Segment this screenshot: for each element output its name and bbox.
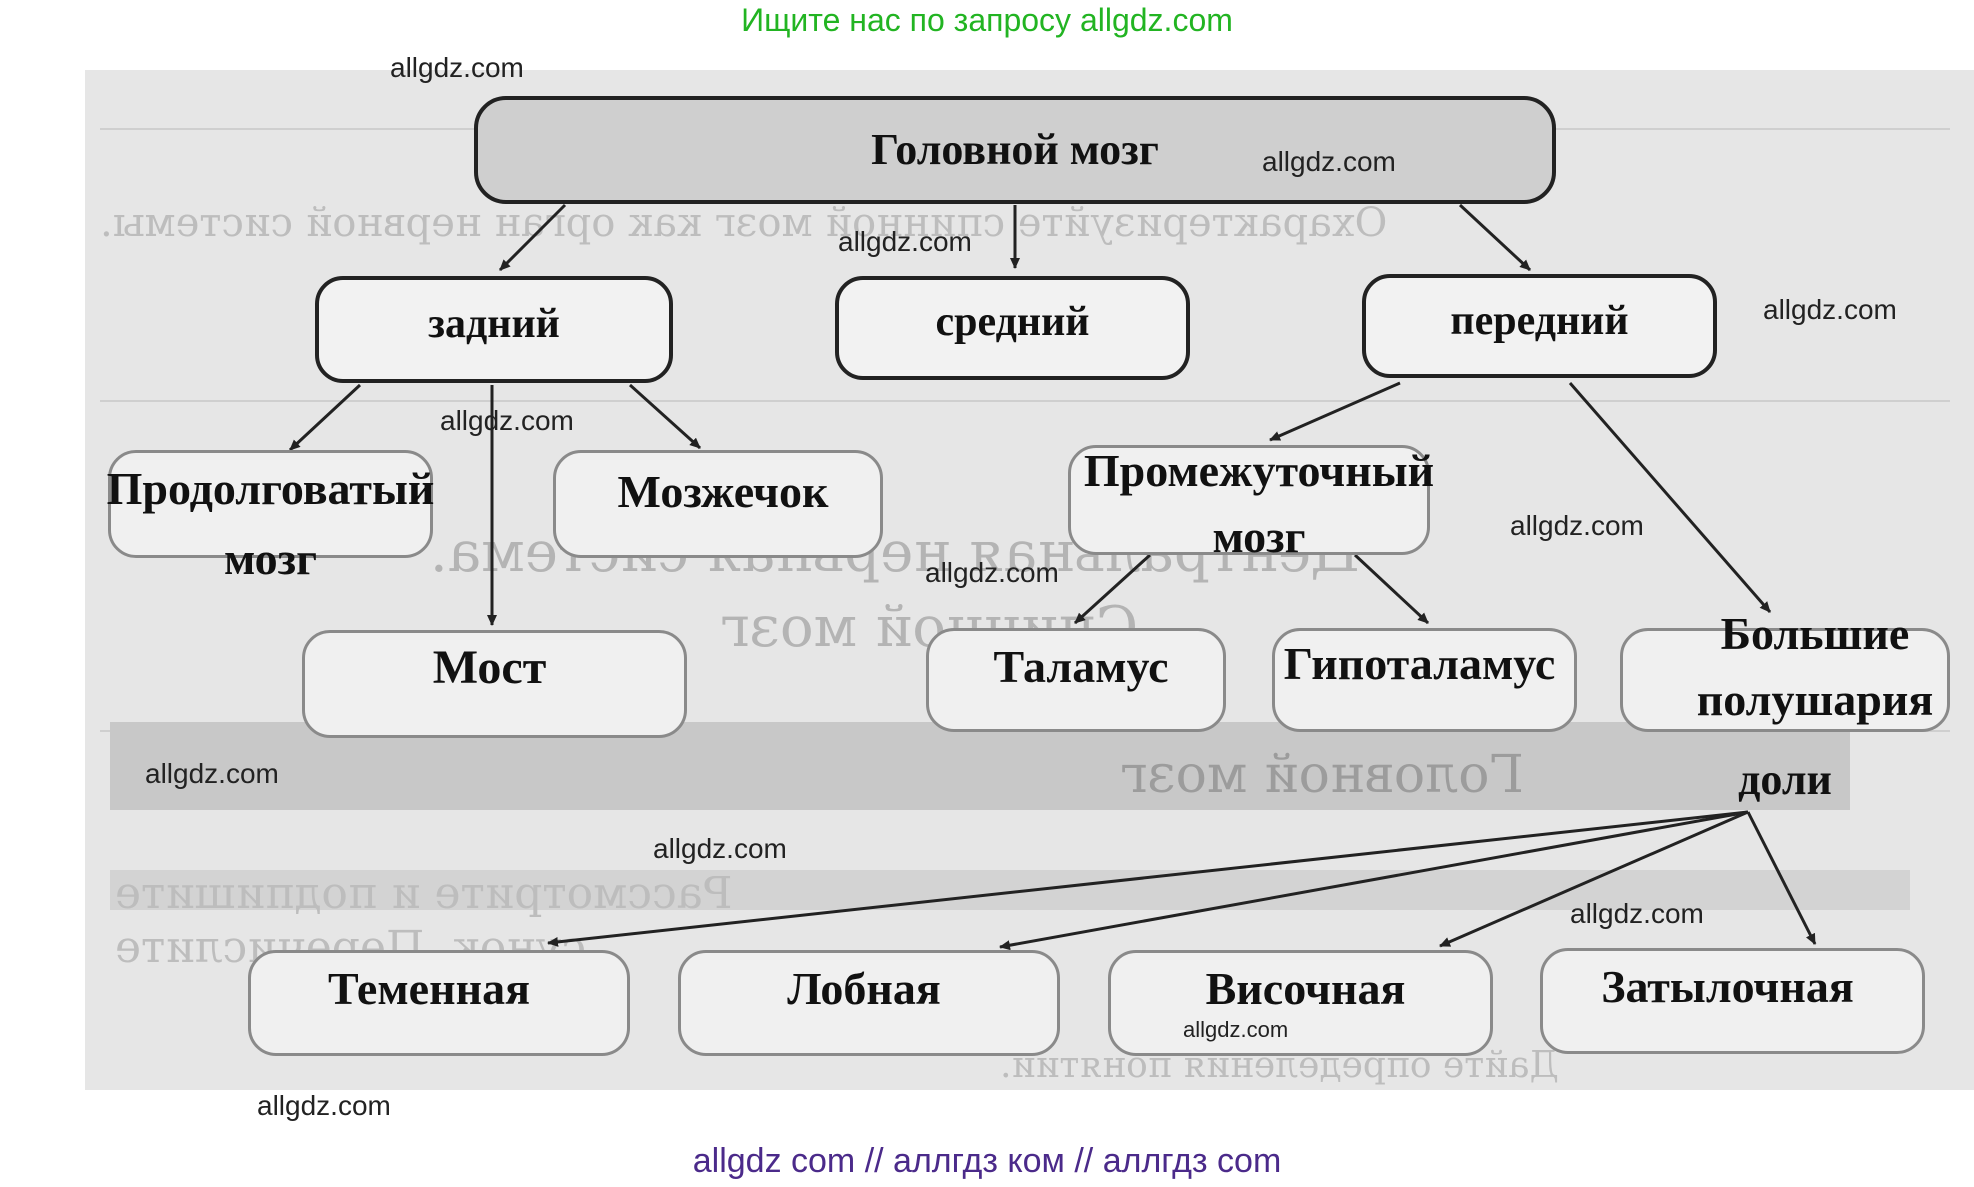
top-banner: Ищите нас по запросу allgdz.com (741, 2, 1233, 38)
edge-dien-hypothalamus (1353, 553, 1430, 625)
watermark: allgdz.com (145, 758, 279, 789)
edge-dien-thalamus (1073, 553, 1152, 625)
edge-lobes-frontal (999, 810, 1749, 951)
scanned-page-background (85, 70, 1974, 1090)
node-label-frontal: Лобная (787, 963, 941, 1014)
edge-root-fore (1458, 203, 1532, 272)
node-label-medulla-line1: Продолговатый (106, 463, 435, 514)
bottom-banner: allgdz com // аллгдз ком // аллгдз com (692, 1142, 1282, 1180)
node-label-midbrain: средний (935, 299, 1090, 345)
node-label-hemispheres-line2: полушария (1696, 674, 1934, 725)
node-label-forebrain: передний (1450, 298, 1629, 344)
node-label-occipital: Затылочная (1601, 961, 1854, 1012)
edge-hind-medulla (288, 383, 362, 452)
node-label-pons: Мост (432, 641, 547, 694)
node-label-thalamus: Таламус (993, 641, 1169, 692)
watermark: allgdz.com (925, 557, 1059, 588)
edge-root-hind (498, 203, 567, 272)
watermark: allgdz.com (1183, 1017, 1289, 1042)
node-box-hypothalamus (1272, 628, 1577, 732)
node-box-midbrain (835, 276, 1190, 380)
edge-lobes-temporal (1439, 810, 1749, 948)
node-label-hindbrain: задний (428, 301, 560, 347)
node-box-hemispheres (1620, 628, 1950, 732)
watermark: allgdz.com (390, 52, 524, 83)
node-box-brain (474, 96, 1556, 204)
node-label-diencephalon-line1: Промежуточный (1083, 445, 1435, 496)
node-box-thalamus (926, 628, 1226, 732)
edge-hind-cerebellum (628, 383, 702, 450)
node-box-forebrain (1362, 274, 1717, 378)
node-box-diencephalon (1068, 445, 1430, 555)
node-box-cerebellum (553, 450, 883, 558)
watermark: allgdz.com (1510, 510, 1644, 541)
node-label-hemispheres-line1: Большие (1720, 608, 1910, 659)
watermark: allgdz.com (1262, 146, 1396, 177)
watermark: allgdz.com (1763, 294, 1897, 325)
watermark: allgdz.com (257, 1090, 391, 1121)
edge-fore-diencephalon (1269, 381, 1401, 442)
node-label-medulla-line2: мозг (223, 533, 318, 584)
node-box-parietal (248, 950, 630, 1056)
node-box-temporal (1108, 950, 1493, 1056)
node-label-diencephalon-line2: мозг (1212, 511, 1306, 562)
node-label-hypothalamus: Гипоталамус (1283, 638, 1556, 689)
ghost-rule (100, 400, 1950, 402)
node-label-cerebellum: Мозжечок (617, 466, 829, 517)
node-box-frontal (678, 950, 1060, 1056)
node-label-parietal: Теменная (328, 963, 530, 1014)
edge-fore-hemispheres (1568, 382, 1772, 613)
node-label-brain: Головной мозг (871, 125, 1159, 174)
node-box-medulla (108, 450, 433, 558)
watermark: allgdz.com (1570, 898, 1704, 929)
ghost-band (110, 870, 1910, 910)
watermark: allgdz.com (440, 405, 574, 436)
node-box-occipital (1540, 948, 1925, 1054)
node-label-lobes: доли (1738, 755, 1832, 804)
node-box-pons (302, 630, 687, 738)
node-box-hindbrain (315, 276, 673, 383)
edge-lobes-occipital (1746, 811, 1817, 945)
node-label-temporal: Височная (1205, 963, 1406, 1014)
watermark: allgdz.com (653, 833, 787, 864)
watermark: allgdz.com (838, 226, 972, 257)
edge-lobes-parietal (547, 810, 1749, 947)
